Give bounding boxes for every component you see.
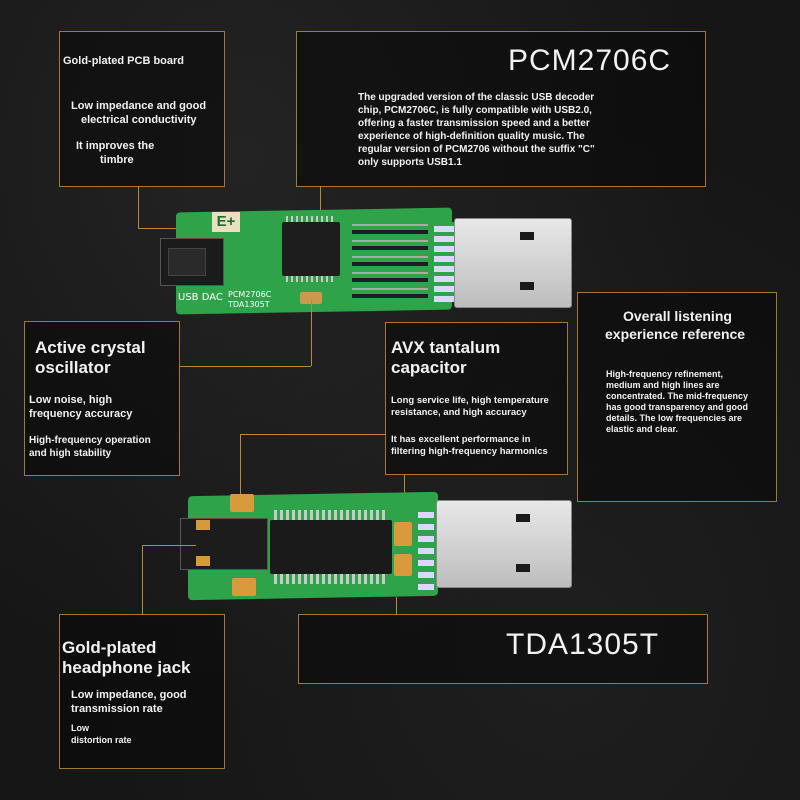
pcm-desc-5: regular version of PCM2706 without the s… (358, 144, 595, 155)
crystal-title-1: Active crystal (35, 338, 146, 357)
pcb-board-line1: Low impedance and good (71, 100, 207, 112)
pcm2706c-chip (282, 222, 340, 276)
jack-line3: Low (71, 723, 89, 733)
tda-usb-slot-2 (516, 564, 530, 572)
pcm-led-strip (434, 222, 454, 302)
crystal-oscillator (300, 292, 322, 304)
listening-desc-6: elastic and clear. (606, 424, 679, 434)
tda-title: TDA1305T (506, 628, 660, 661)
pcm-logo-badge: E+ (212, 212, 240, 232)
crystal-line3: High-frequency operation (29, 435, 151, 446)
pcm-chip-pins-top (286, 216, 336, 222)
listening-title-2: experience reference (605, 326, 746, 342)
tda-tantalum-cap-4 (394, 554, 412, 576)
jack-line1: Low impedance, good (71, 689, 187, 701)
tda-chip-pins-bottom (274, 574, 388, 584)
avx-leader-h (240, 434, 386, 435)
pcm-desc-4: experience of high-definition quality mu… (358, 131, 585, 142)
listening-desc-5: details. The low frequencies are (606, 413, 743, 423)
crystal-line1: Low noise, high (29, 394, 113, 406)
pcm-usb-slot-1 (520, 232, 534, 240)
listening-desc-4: has good transparency and good (606, 402, 749, 412)
jack-leader-h (142, 545, 196, 546)
silk-chip1: PCM2706C (228, 290, 272, 299)
pcm-usb-connector (454, 218, 572, 308)
tda-usb-slot-1 (516, 514, 530, 522)
listening-callout (577, 292, 777, 502)
pcm-desc-1: The upgraded version of the classic USB … (358, 92, 595, 103)
pcm-jack-inner (168, 248, 206, 276)
avx-title-2: capacitor (391, 358, 467, 377)
listening-desc-3: concentrated. The mid-frequency (606, 391, 749, 401)
pcm-chip-pins-bottom (286, 276, 336, 282)
tda-callout (298, 614, 708, 684)
tda-chip-pins-top (274, 510, 388, 520)
listening-desc-1: High-frequency refinement, (606, 369, 724, 379)
pcb-board-title: Gold-plated PCB board (63, 55, 184, 67)
tda-audio-jack (180, 518, 268, 570)
crystal-line2: frequency accuracy (29, 408, 133, 420)
pcb-board-line3: It improves the (76, 140, 155, 152)
crystal-line4: and high stability (29, 448, 112, 459)
tda-tantalum-cap-2 (232, 578, 256, 596)
tda-tantalum-cap-3 (394, 522, 412, 546)
crystal-title-2: oscillator (35, 358, 111, 377)
crystal-callout (24, 321, 180, 476)
pcb-board-callout (59, 31, 225, 187)
tda-jack-gold-1 (196, 520, 210, 530)
crystal-leader-h (180, 366, 311, 367)
tda-usb-connector (436, 500, 572, 588)
tda-jack-gold-2 (196, 556, 210, 566)
avx-line4: filtering high-frequency harmonics (391, 446, 548, 457)
jack-line2: transmission rate (71, 703, 163, 715)
pcm-title: PCM2706C (508, 44, 672, 77)
avx-leader-v (240, 434, 241, 500)
pcb-board-leader (138, 186, 139, 228)
jack-leader-v (142, 545, 143, 615)
jack-title-2: headphone jack (62, 658, 191, 677)
avx-title-1: AVX tantalum (391, 338, 501, 357)
silk-chip2: TDA1305T (228, 300, 270, 309)
avx-line3: It has excellent performance in (391, 434, 531, 445)
pcm-callout (296, 31, 706, 187)
crystal-leader-v (311, 300, 312, 366)
pcb-board-line4: timbre (100, 154, 134, 166)
pcm-usb-slot-2 (520, 282, 534, 290)
listening-title-1: Overall listening (623, 308, 732, 324)
avx-line1: Long service life, high temperature (391, 395, 549, 406)
jack-callout (59, 614, 225, 769)
pcm-desc-3: offering a faster transmission speed and… (358, 118, 590, 129)
pcb-board-line2: electrical conductivity (81, 114, 197, 126)
jack-title-1: Gold-plated (62, 638, 157, 657)
tda-leader (396, 597, 397, 615)
tda-tantalum-cap-1 (230, 494, 254, 512)
avx-callout (385, 322, 568, 475)
silk-usb-dac: USB DAC (178, 292, 223, 303)
tda-led-strip (418, 510, 434, 590)
pcm-components-right (352, 218, 428, 304)
pcm-desc-6: only supports USB1.1 (358, 157, 462, 168)
jack-line4: distortion rate (71, 735, 132, 745)
pcm-desc-2: chip, PCM2706C, is fully compatible with… (358, 105, 592, 116)
avx-line2: resistance, and high accuracy (391, 407, 527, 418)
listening-desc-2: medium and high lines are (606, 380, 720, 390)
pcb-board-leader-h (138, 228, 186, 229)
tda1305t-chip (270, 520, 392, 574)
